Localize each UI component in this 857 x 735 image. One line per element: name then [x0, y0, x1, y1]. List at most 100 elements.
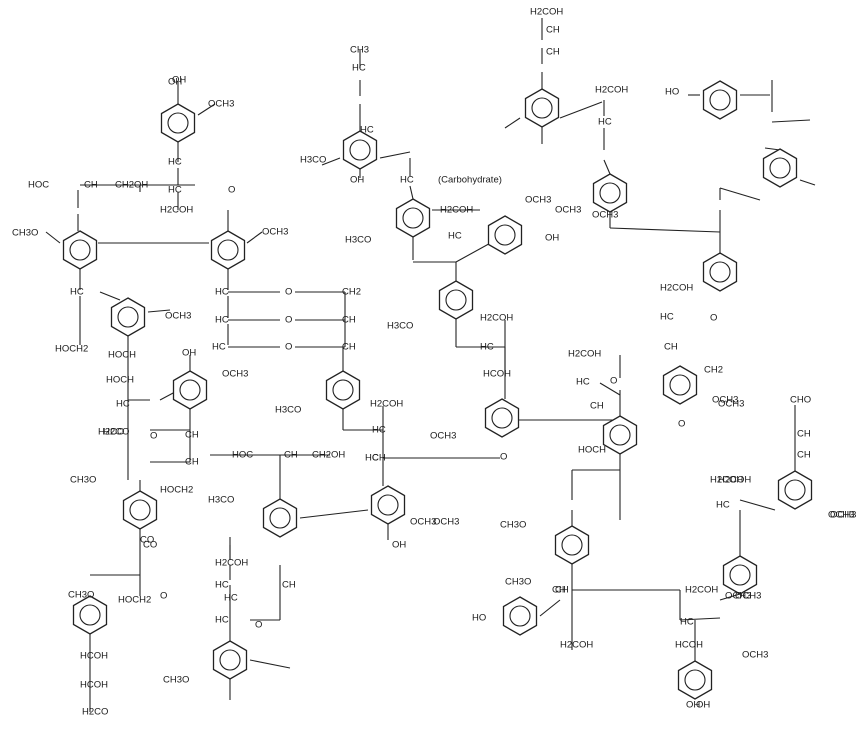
atom-label: CH3 [350, 45, 369, 56]
atom-label: H2COH [560, 640, 593, 651]
atom-label: HC [168, 157, 182, 168]
bond-line [764, 147, 781, 151]
aromatic-circle [684, 669, 706, 691]
bond-line [246, 231, 263, 244]
atom-label: OCH3 [525, 195, 551, 206]
bond-line [719, 187, 761, 201]
atom-label: HC [480, 342, 494, 353]
atom-label: CH2 [704, 365, 723, 376]
atom-label: HOCH [108, 350, 136, 361]
bond-line [45, 231, 61, 244]
atom-label: CH3O [163, 675, 189, 686]
atom-label: HC [372, 425, 386, 436]
atom-label: CH [546, 47, 560, 58]
atom-label: H3CO [300, 155, 326, 166]
benzene-ring [677, 660, 713, 700]
atom-label: O [678, 419, 685, 430]
atom-label: H2COH [530, 7, 563, 18]
aromatic-circle [709, 89, 731, 111]
atom-label: HO [665, 87, 679, 98]
atom-label: CH2 [342, 287, 361, 298]
atom-label: CH [84, 180, 98, 191]
atom-label: CH [185, 430, 199, 441]
benzene-ring [602, 415, 638, 455]
benzene-ring [702, 80, 738, 120]
atom-label: CH [284, 450, 298, 461]
benzene-ring [702, 252, 738, 292]
benzene-ring [370, 485, 406, 525]
bond-lines [45, 18, 816, 712]
atom-label: CH3O [70, 475, 96, 486]
aromatic-circle [129, 499, 151, 521]
atom-label: OCH3 [725, 591, 751, 602]
atom-label: HCOH [80, 651, 108, 662]
atom-label: O [255, 620, 262, 631]
atom-label: H2COH [568, 349, 601, 360]
benzene-ring [592, 173, 628, 213]
atom-label: OH [350, 175, 364, 186]
atom-label: CH2OH [115, 180, 148, 191]
atom-label: O [150, 431, 157, 442]
atom-label: O [285, 287, 292, 298]
benzene-ring [484, 398, 520, 438]
benzene-ring [524, 88, 560, 128]
atom-label: CH [185, 457, 199, 468]
atom-label: OCH3 [165, 311, 191, 322]
aromatic-circle [784, 479, 806, 501]
benzene-ring [762, 148, 798, 188]
benzene-ring [395, 198, 431, 238]
atom-label: OCH3 [735, 591, 761, 602]
atom-label: HC [352, 63, 366, 74]
atom-label: CH3O [12, 228, 38, 239]
atom-label: OH [545, 233, 559, 244]
atom-label: CH3O [505, 577, 531, 588]
atom-label: O [610, 376, 617, 387]
atom-label: H2COH [710, 475, 743, 486]
bond-line [603, 159, 611, 175]
atom-label: HOC [28, 180, 49, 191]
bond-line [719, 593, 741, 601]
aromatic-circle [494, 224, 516, 246]
atom-label: CO [140, 535, 154, 546]
atom-label: CH [555, 585, 569, 596]
benzene-ring [110, 297, 146, 337]
bond-line [409, 185, 414, 200]
benzene-ring [160, 103, 196, 143]
atom-label: CH [552, 585, 566, 596]
atom-label: H2CO [82, 707, 108, 718]
bond-line [249, 659, 291, 669]
atom-label: CO [143, 540, 157, 551]
atom-label: HC [360, 125, 374, 136]
atom-label: H3CO [275, 405, 301, 416]
atom-label: HC [365, 453, 379, 464]
atom-label: OH [392, 540, 406, 551]
aromatic-rings [62, 80, 813, 700]
atom-label: HC [716, 500, 730, 511]
atom-label: O [160, 591, 167, 602]
atom-label: CH [664, 342, 678, 353]
atom-label: CHO [790, 395, 811, 406]
atom-label: HC [168, 185, 182, 196]
atom-label: H2COH [480, 313, 513, 324]
aromatic-circle [445, 289, 467, 311]
benzene-ring [487, 215, 523, 255]
atom-label: (Carbohydrate) [438, 175, 502, 186]
bond-line [599, 382, 621, 396]
aromatic-circle [79, 604, 101, 626]
atom-label: HC [215, 580, 229, 591]
benzene-ring [212, 640, 248, 680]
bond-line [504, 117, 521, 129]
atom-label: HCOH [675, 640, 703, 651]
aromatic-circle [117, 306, 139, 328]
benzene-ring [554, 525, 590, 565]
atom-label: OH [172, 75, 186, 86]
aromatic-circle [669, 374, 691, 396]
benzene-ring [62, 230, 98, 270]
atom-label: HC [215, 287, 229, 298]
atom-label: OCH3 [830, 510, 856, 521]
benzene-ring [722, 555, 758, 595]
aromatic-circle [219, 649, 241, 671]
atom-label: CH [797, 450, 811, 461]
atom-label: HOCH2 [118, 595, 151, 606]
atom-label: O [228, 185, 235, 196]
